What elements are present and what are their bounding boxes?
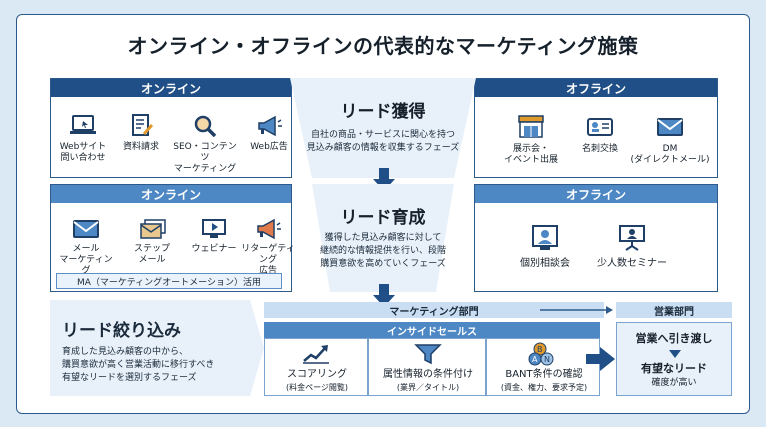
- sales-dept-header: 営業部門: [616, 302, 732, 318]
- result-label: 有望なリード: [641, 362, 707, 375]
- mail-steps-icon: [140, 219, 166, 239]
- envelope-icon: [657, 118, 683, 136]
- marketing-dept-header: マーケティング部門: [264, 302, 604, 318]
- item-step-mail: ステップ メール: [124, 218, 180, 266]
- arrow-down-icon: [373, 284, 395, 307]
- item-document-request: 資料請求: [114, 114, 168, 153]
- item-retargeting-ad: リターゲティング 広告: [238, 218, 298, 277]
- arrow-right-icon: [540, 306, 613, 314]
- stage1-title: リード獲得: [340, 102, 426, 122]
- item-email-marketing: メール マーケティング: [56, 218, 116, 277]
- monitor-play-icon: [202, 219, 226, 238]
- stage3-left-block: [50, 300, 264, 396]
- stage1-desc-1: 自社の商品・サービスに関心を持つ: [310, 130, 455, 140]
- stage1-funnel: [290, 78, 476, 178]
- stage3-desc: 育成した見込み顧客の中から、 購買意欲が高く営業活動に移行すべき 有望なリードを…: [62, 347, 215, 383]
- method-scoring: スコアリング (料金ページ閲覧): [264, 338, 368, 396]
- sales-box: 営業へ引き渡し 有望なリード 確度が高い: [616, 322, 732, 396]
- result-sublabel: 確度が高い: [651, 378, 697, 388]
- item-small-seminar: 少人数セミナー: [590, 224, 674, 269]
- business-card-icon: [587, 118, 613, 136]
- seminar-icon: [619, 225, 645, 251]
- svg-text:N: N: [544, 355, 550, 364]
- item-seo-content: SEO・コンテンツ マーケティング: [170, 114, 240, 175]
- stage1-desc-2: 見込み顧客の情報を収集するフェーズ: [306, 143, 460, 153]
- stage2-desc-1: 獲得した見込み顧客に対して: [324, 233, 442, 243]
- stage3-title: リード絞り込み: [62, 321, 181, 341]
- arrow-right-icon: [586, 347, 615, 371]
- stage1-online-header: オンライン: [51, 79, 291, 97]
- triangle-down-icon: [669, 350, 681, 358]
- filter-icon: [414, 344, 442, 365]
- stage2-desc-3: 購買意欲を高めていくフェーズ: [320, 259, 446, 269]
- inside-sales-header: インサイドセールス: [264, 322, 600, 338]
- laptop-icon: [70, 115, 96, 134]
- envelope-icon: [73, 220, 99, 238]
- svg-text:B: B: [537, 345, 543, 354]
- handoff-label: 営業へ引き渡し: [635, 332, 713, 345]
- stage1-offline-header: オフライン: [475, 79, 717, 97]
- chart-up-icon: [303, 345, 329, 364]
- item-business-card: 名刺交換: [572, 114, 628, 155]
- stage2-title: リード育成: [340, 208, 426, 228]
- item-consultation: 個別相談会: [510, 224, 580, 269]
- stage2-online-header: オンライン: [51, 185, 291, 203]
- stage2-offline-header: オフライン: [475, 185, 717, 203]
- stage2-funnel: [312, 184, 454, 292]
- stage2-desc-2: 継続的な情報提供を行い、段階: [319, 246, 446, 256]
- megaphone-icon: [258, 115, 282, 137]
- page-title: オンライン・オフラインの代表的なマーケティング施策: [127, 34, 639, 58]
- item-webinar: ウェビナー: [186, 218, 242, 255]
- megaphone-icon: [257, 218, 281, 240]
- item-web-inquiry: Webサイト 問い合わせ: [56, 114, 110, 164]
- svg-text:A: A: [532, 355, 538, 364]
- ma-note: MA（マーケティングオートメーション）活用: [56, 273, 282, 289]
- consultation-icon: [532, 225, 558, 250]
- item-direct-mail: DM (ダイレクトメール): [628, 114, 712, 166]
- method-attribute: 属性情報の条件付け (業界／タイトル): [368, 338, 486, 396]
- magnifier-icon: [194, 115, 217, 138]
- item-web-ad: Web広告: [244, 114, 294, 153]
- booth-icon: [518, 115, 544, 138]
- document-pen-icon: [132, 114, 154, 136]
- item-exhibition: 展示会・ イベント出展: [498, 114, 564, 166]
